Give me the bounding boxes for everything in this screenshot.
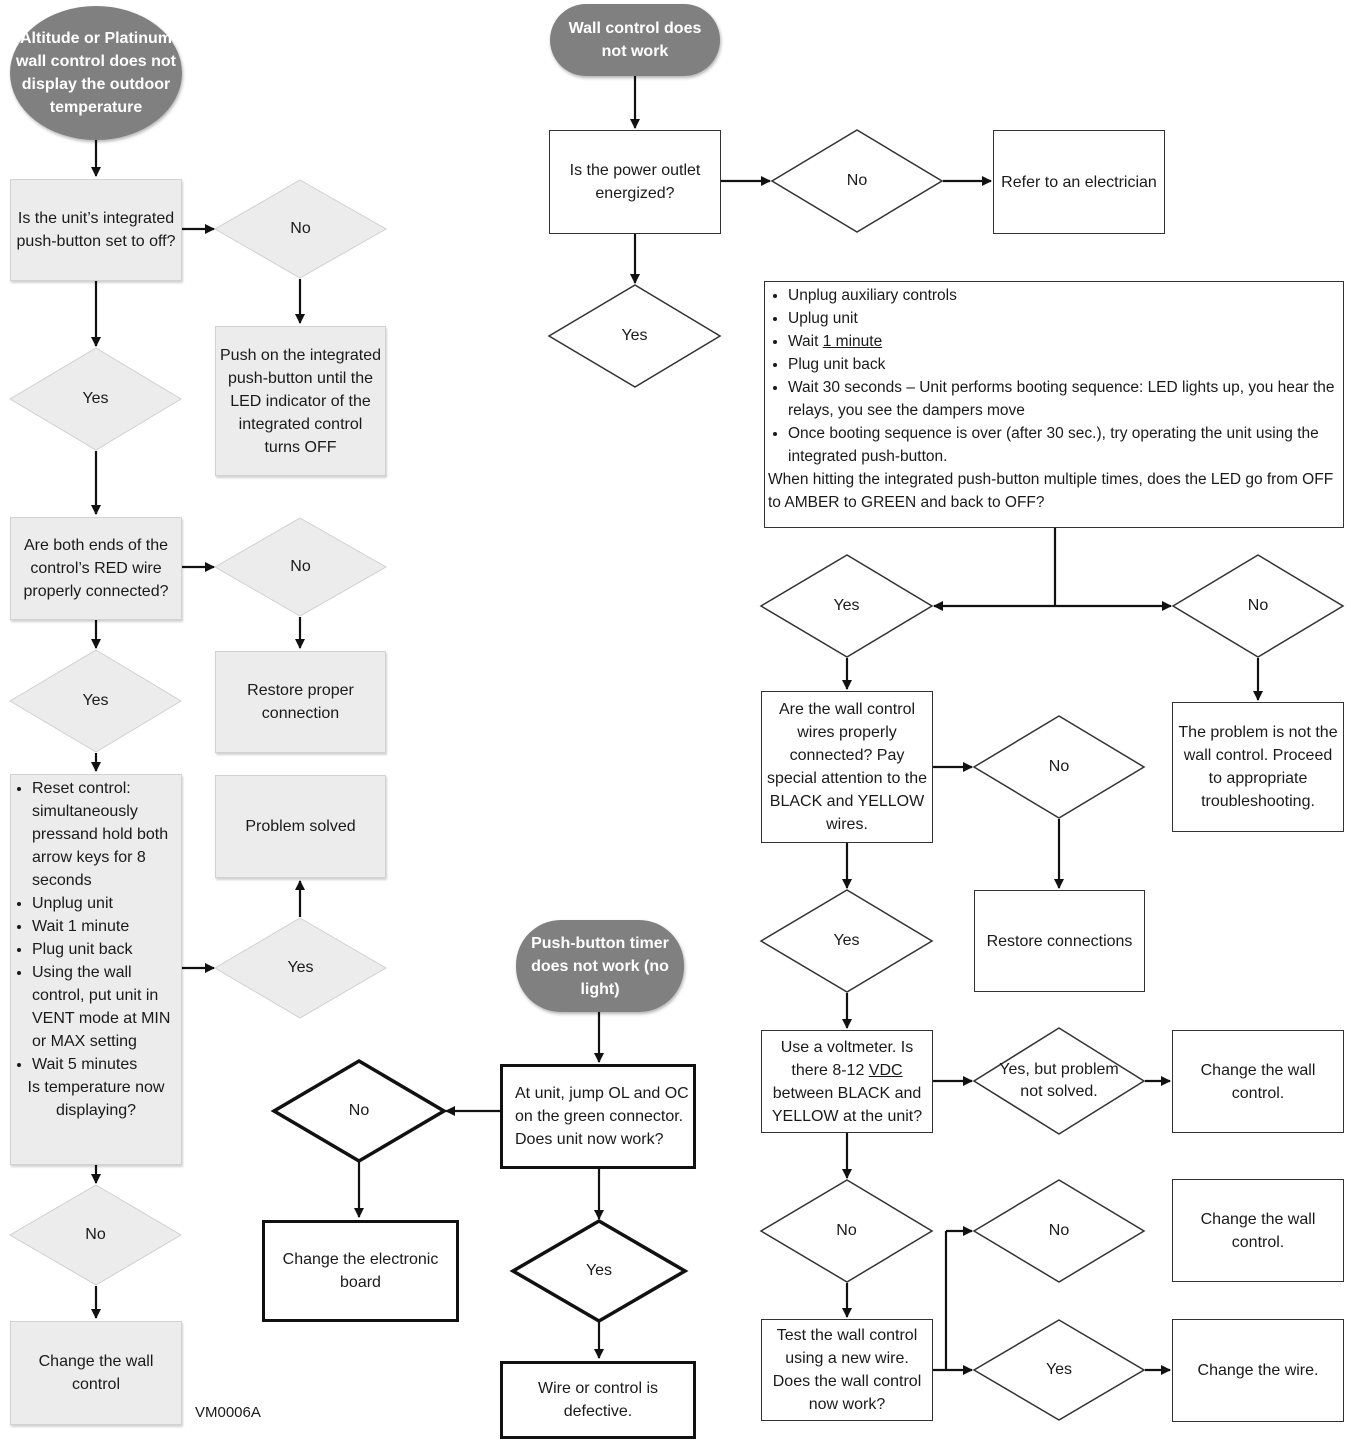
start-terminal-middle: Push-button timer does not work (no ligh… [516, 920, 684, 1012]
step-item: Using the wall control, put unit in VENT… [32, 961, 177, 1053]
reset-control-steps: Reset control: simultaneously pressand h… [10, 774, 182, 1165]
question-test-new-wire: Test the wall control using a new wire. … [761, 1319, 933, 1421]
reset-question: Is temperature now displaying? [27, 1079, 165, 1119]
action-change-electronic-board: Change the electronic board [262, 1220, 459, 1322]
result-wire-or-control-defective: Wire or control is defective. [500, 1361, 696, 1439]
step-item: Uplug unit [788, 307, 1337, 330]
steps-question: When hitting the integrated push-button … [768, 471, 1334, 511]
arrows [91, 76, 1263, 1375]
question-voltmeter: Use a voltmeter. Is there 8-12 VDC betwe… [761, 1030, 933, 1133]
question-red-wire: Are both ends of the control’s RED wire … [10, 517, 182, 620]
start-terminal-right: Wall control does not work [550, 4, 720, 76]
step-item: Wait 5 minutes [32, 1053, 177, 1076]
question-push-button-off: Is the unit’s integrated push-button set… [10, 179, 182, 281]
action-restore-connections: Restore connections [974, 890, 1145, 992]
step-item: Plug unit back [32, 938, 177, 961]
action-change-wall-control-2: Change the wall control. [1172, 1179, 1344, 1282]
step-item: Once booting sequence is over (after 30 … [788, 422, 1337, 468]
end-change-wall-control: Change the wall control [10, 1321, 182, 1425]
diagram-code: VM0006A [195, 1404, 261, 1421]
action-change-wall-control-1: Change the wall control. [1172, 1030, 1344, 1133]
action-change-wire: Change the wire. [1172, 1319, 1344, 1422]
start-terminal-left: Altitude or Platinum wall control does n… [10, 6, 182, 140]
action-restore-proper-connection: Restore proper connection [215, 651, 386, 753]
step-item: Wait 30 seconds – Unit performs booting … [788, 376, 1337, 422]
decision-diamonds [9, 129, 1345, 1421]
step-item: Plug unit back [788, 353, 1337, 376]
question-jump-ol-oc: At unit, jump OL and OC on the green con… [500, 1064, 696, 1169]
step-item: Unplug auxiliary controls [788, 284, 1337, 307]
step-item: Wait 1 minute [32, 915, 177, 938]
result-not-wall-control: The problem is not the wall control. Pro… [1172, 702, 1344, 832]
booting-steps: Unplug auxiliary controls Uplug unit Wai… [764, 281, 1344, 528]
step-item: Unplug unit [32, 892, 177, 915]
step-item: Reset control: simultaneously pressand h… [32, 777, 177, 892]
question-wall-control-wires: Are the wall control wires properly conn… [761, 691, 933, 843]
problem-solved: Problem solved [215, 775, 386, 878]
action-refer-electrician: Refer to an electrician [993, 130, 1165, 234]
question-power-outlet: Is the power outlet energized? [549, 130, 721, 234]
step-item: Wait 1 minute [788, 330, 1337, 353]
action-push-button: Push on the integrated push-button until… [215, 326, 386, 476]
